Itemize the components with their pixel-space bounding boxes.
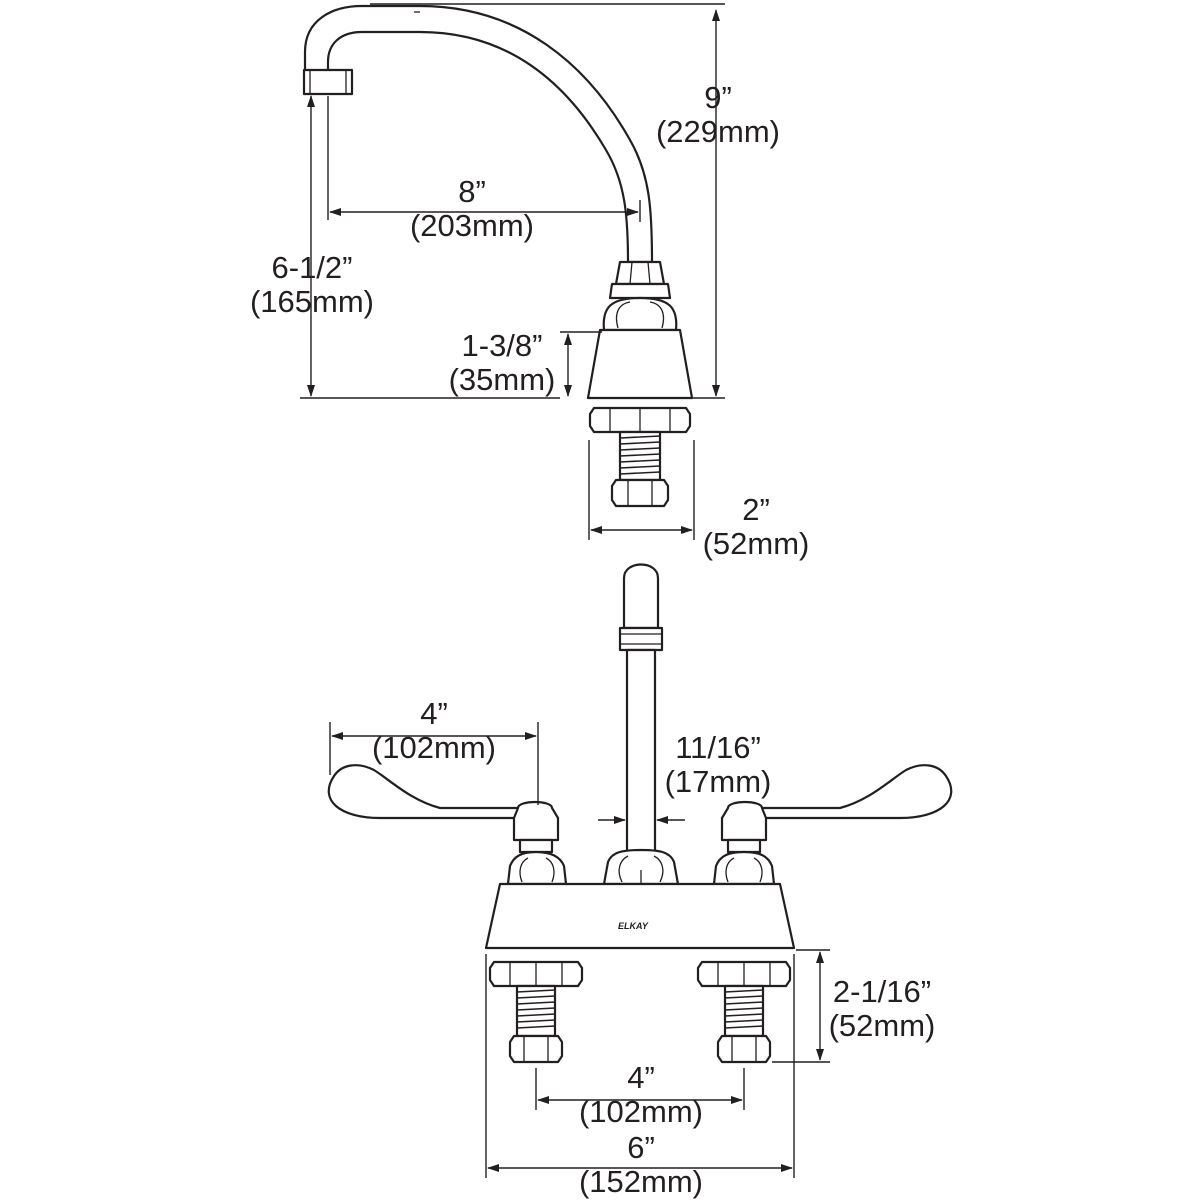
spout-reach-metric: (203mm) xyxy=(410,208,534,243)
right-handle-cap xyxy=(720,800,768,842)
handle-length-imperial: 4” xyxy=(420,696,448,731)
swivel-nut xyxy=(614,260,666,286)
left-wristblade-handle xyxy=(327,764,560,820)
spout-diameter-imperial: 11/16” xyxy=(675,730,761,765)
spout-diameter-metric: (17mm) xyxy=(665,764,772,799)
base-width-metric: (152mm) xyxy=(579,1164,703,1199)
spout-lower xyxy=(625,648,657,857)
shank-length-imperial: 2-1/16” xyxy=(833,974,931,1009)
overall-height-imperial: 9” xyxy=(704,80,732,115)
left-valve-hub xyxy=(506,850,568,886)
spout-hub xyxy=(602,296,678,332)
body-depth-metric: (52mm) xyxy=(703,526,810,561)
spout-clearance-metric: (165mm) xyxy=(250,284,374,319)
centers-imperial: 4” xyxy=(627,1060,655,1095)
spout-clearance-imperial: 6-1/2” xyxy=(272,250,353,285)
body-depth-imperial: 2” xyxy=(742,492,770,527)
side-view-dimension-lines xyxy=(300,3,725,540)
spout-upper xyxy=(622,563,660,630)
coupling-nut xyxy=(610,478,670,508)
left-coupling-nut xyxy=(508,1034,564,1064)
front-view-faucet: ELKAY xyxy=(327,563,953,1064)
faucet-body-side xyxy=(586,328,694,400)
centers-metric: (102mm) xyxy=(579,1094,703,1129)
front-view-dimension-lines xyxy=(329,722,830,1178)
dimension-labels: 9” (229mm) 8” (203mm) 6-1/2” (165mm) 1-3… xyxy=(250,80,935,1199)
right-wristblade-handle xyxy=(720,764,953,820)
shank-length-metric: (52mm) xyxy=(829,1008,936,1043)
body-height-imperial: 1-3/8” xyxy=(462,328,543,363)
right-coupling-nut xyxy=(716,1034,772,1064)
spout-reach-imperial: 8” xyxy=(458,174,486,209)
faucet-body-front xyxy=(484,882,796,950)
spout-hub-front xyxy=(602,848,680,886)
base-width-imperial: 6” xyxy=(627,1130,655,1165)
overall-height-metric: (229mm) xyxy=(656,114,780,149)
side-view-faucet xyxy=(302,4,694,508)
right-valve-hub xyxy=(712,850,776,886)
handle-length-metric: (102mm) xyxy=(372,730,496,765)
left-handle-cap xyxy=(512,800,560,842)
body-height-metric: (35mm) xyxy=(449,362,556,397)
aerator xyxy=(302,68,354,96)
brand-mark: ELKAY xyxy=(618,921,649,931)
